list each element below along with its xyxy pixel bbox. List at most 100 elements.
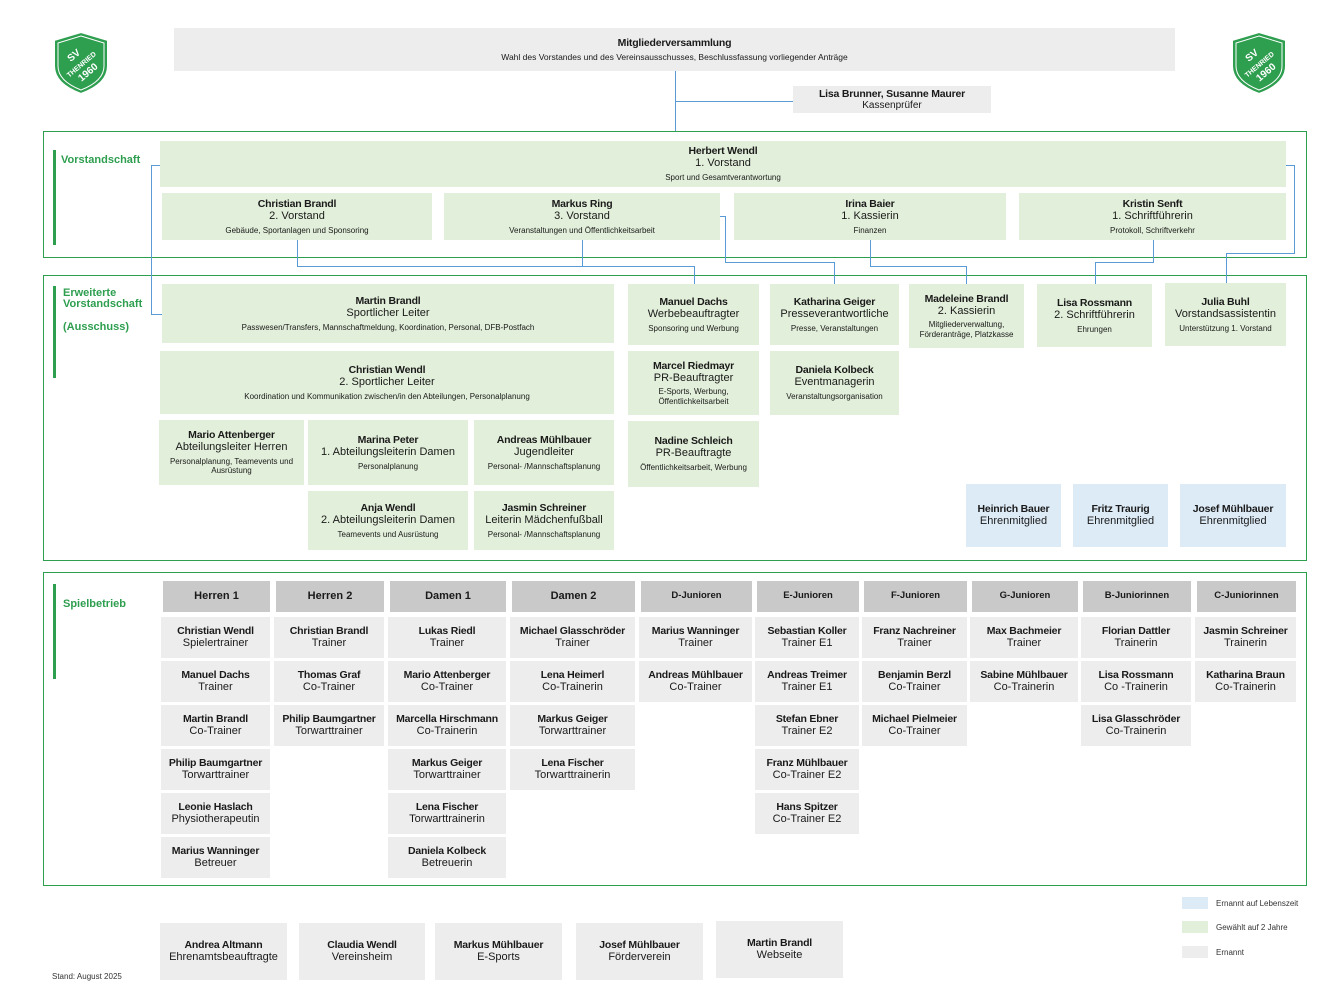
person-name: Franz Mühlbauer — [766, 757, 848, 770]
team-name: Damen 2 — [550, 590, 597, 603]
person-name: Martin Brandl — [355, 294, 421, 307]
person-name: Madeleine Brandl — [924, 292, 1009, 305]
ausschuss-member: Andreas Mühlbauer Jugendleiter Personal-… — [474, 420, 614, 485]
person-name: Nadine Schleich — [654, 435, 733, 448]
vorstand-chair: Herbert Wendl 1. Vorstand Sport und Gesa… — [160, 141, 1286, 187]
person-desc: Teamevents und Ausrüstung — [337, 529, 439, 539]
footer-role: Josef Mühlbauer Förderverein — [576, 923, 703, 980]
person-role: Torwarttrainerin — [409, 813, 485, 826]
connector — [1095, 262, 1154, 263]
legend-swatch-lifetime — [1182, 897, 1208, 909]
person-desc: Personalplanung, Teamevents und Ausrüstu… — [169, 456, 294, 476]
person-name: Heinrich Bauer — [977, 503, 1050, 516]
connector — [870, 240, 871, 266]
section-ausschuss — [43, 275, 1307, 561]
vorstand-member: Irina Baier 1. Kassierin Finanzen — [734, 193, 1006, 240]
person-role: Co-Trainer — [302, 681, 356, 694]
club-logo-right: SV THENRIED 1960 — [1228, 30, 1290, 96]
person-role: 1. Schriftführerin — [1112, 209, 1193, 222]
team-header: F-Junioren — [864, 581, 967, 612]
connector — [694, 266, 695, 284]
team-name: D-Junioren — [671, 590, 722, 602]
person-role: PR-Beauftragter — [653, 371, 734, 384]
person-name: Markus Ring — [551, 197, 613, 210]
honorary-member: Fritz Traurig Ehrenmitglied — [1073, 484, 1168, 547]
honorary-member: Josef Mühlbauer Ehrenmitglied — [1180, 484, 1286, 547]
legend-label: Ernannt auf Lebenszeit — [1216, 899, 1299, 908]
connector — [966, 266, 967, 284]
person-name: Hans Spitzer — [776, 801, 838, 814]
person-desc: Finanzen — [853, 225, 887, 235]
person-role: Co -Trainerin — [1104, 681, 1168, 694]
person-role: Torwarttrainer — [295, 725, 363, 738]
person-role: Trainerin — [1224, 637, 1267, 650]
person-name: Max Bachmeier — [986, 625, 1062, 638]
person-role: Co-Trainer — [888, 725, 941, 738]
vorstand-member: Christian Brandl 2. Vorstand Gebäude, Sp… — [162, 193, 432, 240]
person-name: Mario Attenberger — [403, 669, 491, 682]
section-bar — [53, 584, 56, 679]
person-role: Co-Trainer — [420, 681, 474, 694]
team-name: E-Junioren — [783, 590, 833, 602]
person-role: Physiotherapeutin — [171, 813, 260, 826]
person-name: Michael Glasschröder — [519, 625, 626, 638]
person-desc: Veranstaltungsorganisation — [786, 392, 883, 402]
person-name: Marcella Hirschmann — [396, 713, 498, 726]
person-name: Jasmin Schreiner — [501, 501, 587, 514]
section-vorstand — [43, 131, 1307, 258]
connector — [675, 101, 793, 102]
person-name: Josef Mühlbauer — [1192, 503, 1274, 516]
person-name: Christian Wendl — [177, 625, 254, 638]
person-desc: E-Sports, Werbung, Öffentlichkeitsarbeit — [658, 387, 729, 406]
connector — [1226, 253, 1227, 283]
section-bar — [53, 286, 56, 378]
ausschuss-member: Daniela Kolbeck Eventmanagerin Veranstal… — [770, 351, 899, 415]
person-name: Andreas Mühlbauer — [496, 433, 592, 446]
team-name: Herren 2 — [307, 590, 353, 603]
person-desc: Personalplanung — [357, 461, 419, 471]
person-desc: Ehrungen — [1077, 324, 1112, 334]
person-desc: Sport und Gesamtverantwortung — [665, 173, 781, 183]
assembly-title: Mitgliederversammlung — [617, 36, 732, 49]
ausschuss-member: Julia Buhl Vorstandsassistentin Unterstü… — [1165, 283, 1286, 346]
club-logo-left: SV THENRIED 1960 — [50, 30, 112, 96]
footer-role: Martin Brandl Webseite — [716, 921, 843, 978]
auditors-role: Kassenprüfer — [862, 99, 922, 111]
person-role: Ehrenamtsbeauftragte — [169, 951, 278, 964]
person-name: Lena Heimerl — [540, 669, 605, 682]
person-role: Co-Trainerin — [1215, 681, 1276, 694]
ausschuss-member: Marcel Riedmayr PR-Beauftragter E-Sports… — [628, 351, 759, 415]
footer-role: Andrea Altmann Ehrenamtsbeauftragte — [160, 923, 287, 980]
ausschuss-member: Marina Peter 1. Abteilungsleiterin Damen… — [308, 420, 468, 485]
assembly-box: Mitgliederversammlung Wahl des Vorstande… — [174, 28, 1175, 71]
person-name: Markus Mühlbauer — [453, 939, 544, 952]
person-name: Thomas Graf — [297, 669, 361, 682]
person-name: Marius Wanninger — [171, 845, 260, 858]
person-name: Martin Brandl — [746, 937, 813, 950]
person-name: Daniela Kolbeck — [407, 845, 487, 858]
person-name: Claudia Wendl — [327, 939, 397, 952]
person-name: Christian Brandl — [289, 625, 369, 638]
person-role: 2. Vorstand — [269, 209, 325, 222]
person-role: Co-Trainer E2 — [772, 813, 842, 826]
person-role: Co-Trainer — [888, 681, 941, 694]
connector — [1286, 165, 1295, 166]
ausschuss-member: Lisa Rossmann 2. Schriftführerin Ehrunge… — [1037, 284, 1152, 347]
section-title-erweitert-2: Vorstandschaft — [63, 298, 143, 310]
person-role: Trainer E1 — [781, 681, 833, 694]
person-desc: Koordination und Kommunikation zwischen/… — [244, 391, 530, 401]
person-desc: Veranstaltungen und Öffentlichkeitsarbei… — [509, 225, 655, 235]
person-role: Ehrenmitglied — [1199, 515, 1267, 528]
vorstand-member: Kristin Senft 1. Schriftführerin Protoko… — [1019, 193, 1286, 240]
